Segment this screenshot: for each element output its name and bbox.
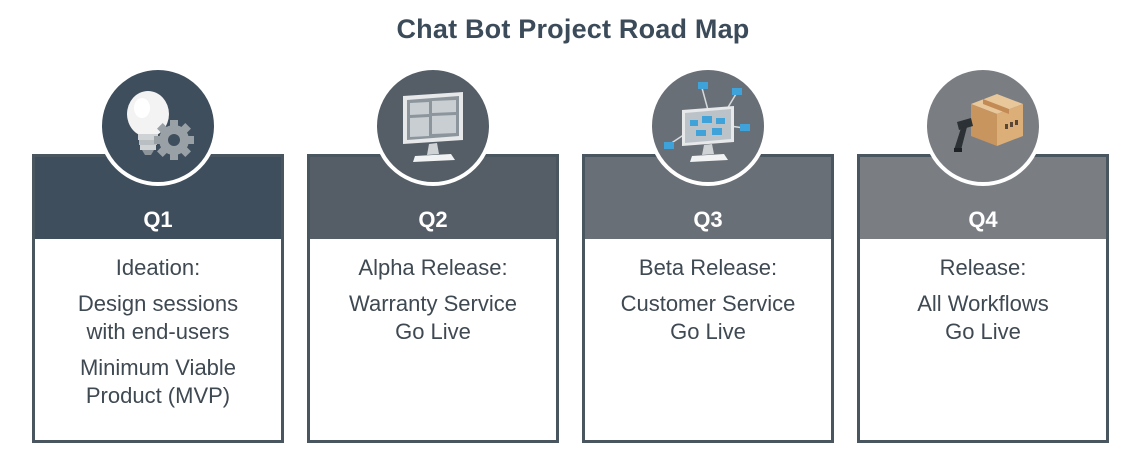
icon-circle: [648, 66, 768, 186]
roadmap-card-q4: Q4 Release: All Workflows Go Live: [857, 66, 1109, 443]
card-body: Beta Release: Customer Service Go Live: [585, 254, 831, 346]
lightbulb-gear-icon: [127, 91, 194, 160]
quarter-label: Q1: [143, 207, 173, 232]
roadmap-card-q3: Q3 Beta Release: Customer Service Go Liv…: [582, 66, 834, 443]
card-heading: Beta Release:: [638, 255, 778, 280]
monitor-icon: [403, 92, 463, 162]
card-line: Customer Service: [620, 291, 796, 316]
card-heading: Alpha Release:: [358, 255, 508, 280]
package-scanner-icon: [954, 94, 1023, 152]
card-line: Go Live: [395, 319, 471, 344]
card-body: Alpha Release: Warranty Service Go Live: [310, 254, 556, 346]
quarter-label: Q4: [968, 207, 998, 232]
quarter-label: Q2: [418, 207, 448, 232]
card-line: All Workflows: [917, 291, 1049, 316]
card-line: Design sessions: [77, 291, 239, 316]
card-line: Go Live: [670, 319, 746, 344]
card-panel: Q2 Alpha Release: Warranty Service Go Li…: [307, 154, 559, 443]
quarter-label: Q3: [693, 207, 723, 232]
card-heading: Release:: [939, 255, 1027, 280]
card-line: Go Live: [945, 319, 1021, 344]
card-panel: Q4 Release: All Workflows Go Live: [857, 154, 1109, 443]
page-title: Chat Bot Project Road Map: [396, 14, 750, 44]
network-monitor-icon: [664, 82, 750, 162]
icon-circle: [923, 66, 1043, 186]
card-line: Minimum Viable: [79, 355, 237, 380]
card-panel: Q1 Ideation: Design sessions with end-us…: [32, 154, 284, 443]
card-body: Release: All Workflows Go Live: [860, 254, 1106, 346]
icon-circle: [98, 66, 218, 186]
card-body: Ideation: Design sessions with end-users…: [35, 254, 281, 410]
card-heading: Ideation:: [115, 255, 201, 280]
roadmap-card-q2: Q2 Alpha Release: Warranty Service Go Li…: [307, 66, 559, 443]
icon-circle: [373, 66, 493, 186]
card-line: Warranty Service: [349, 291, 517, 316]
card-line: Product (MVP): [85, 383, 231, 408]
card-panel: Q3 Beta Release: Customer Service Go Liv…: [582, 154, 834, 443]
card-line: with end-users: [86, 319, 230, 344]
roadmap-card-q1: Q1 Ideation: Design sessions with end-us…: [32, 66, 284, 443]
